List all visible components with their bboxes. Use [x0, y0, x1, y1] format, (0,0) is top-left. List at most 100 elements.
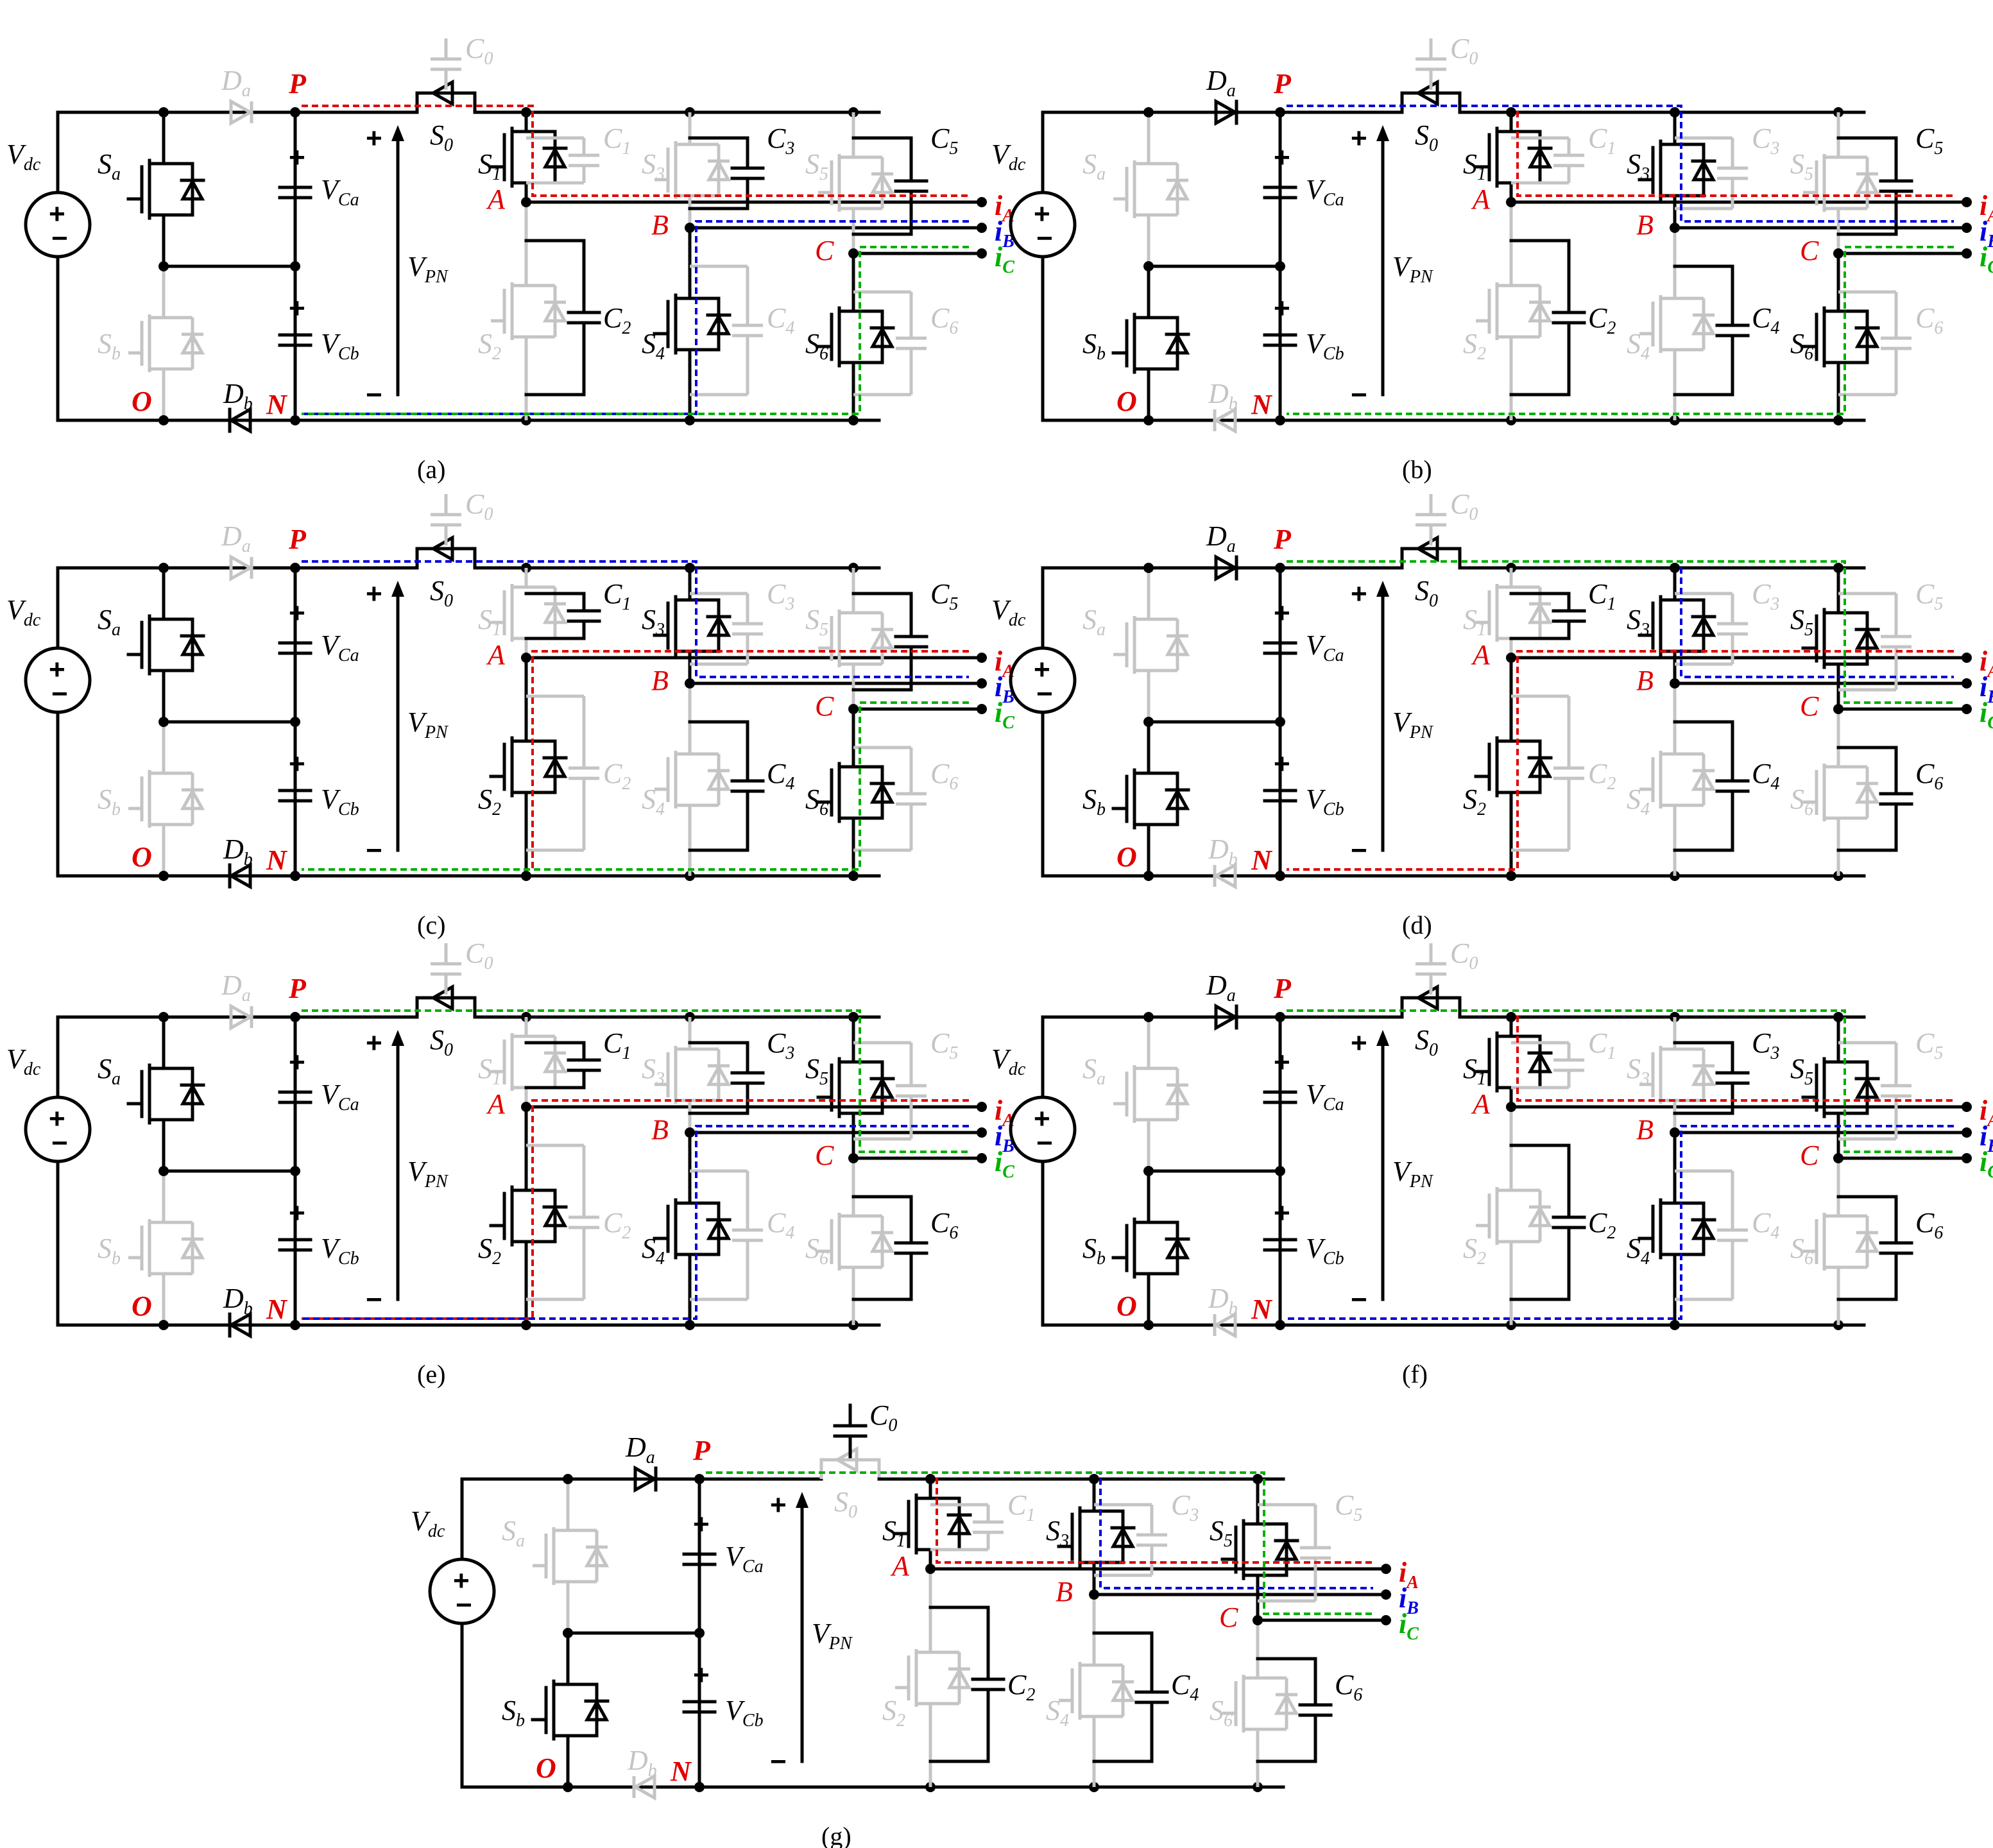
cap-c0	[431, 38, 461, 90]
cap-c5	[1300, 1505, 1331, 1601]
switch-s4	[1059, 1595, 1136, 1787]
current-ic: iC	[1980, 697, 1993, 733]
switch-s5	[818, 112, 895, 253]
label-vca: VCa	[321, 629, 359, 665]
dc-source: +−	[1009, 646, 1077, 714]
label-c4: C4	[1171, 1669, 1199, 1705]
svg-text:+: +	[693, 1509, 710, 1540]
cap-c2	[1553, 696, 1584, 850]
switch-s2	[489, 656, 568, 878]
label-s6: S6	[805, 328, 828, 364]
output-terminal-a	[977, 1102, 987, 1112]
label-sb: Sb	[1082, 328, 1106, 364]
node-o: O	[536, 1752, 556, 1784]
label-s3: S3	[1046, 1515, 1069, 1551]
node-p: P	[692, 1435, 711, 1466]
label-vcb: VCb	[321, 328, 359, 364]
node-b: B	[651, 665, 669, 696]
label-c6: C6	[930, 758, 958, 794]
label-s2: S2	[882, 1695, 905, 1731]
cap-vca	[682, 1544, 717, 1574]
output-terminal-a	[1962, 197, 1972, 207]
label-s4: S4	[642, 328, 665, 364]
cap-c6	[1879, 746, 1913, 852]
node-p: P	[288, 68, 307, 99]
dc-source: +−	[428, 1557, 496, 1625]
label-c2: C2	[1588, 302, 1616, 338]
node-a: A	[1471, 639, 1491, 671]
label-c1: C1	[1007, 1489, 1035, 1525]
label-c4: C4	[1752, 302, 1779, 338]
svg-text:−: −	[366, 835, 382, 866]
cap-c4	[1134, 1631, 1169, 1763]
junction-dot	[158, 415, 169, 425]
switch-sa	[126, 110, 205, 268]
output-terminal-b	[977, 1127, 987, 1138]
junction-dot	[563, 1782, 573, 1792]
cap-c5	[1879, 136, 1913, 236]
node-p: P	[288, 524, 307, 555]
cap-c4	[730, 720, 765, 852]
label-s6: S6	[805, 1233, 828, 1269]
switch-sb	[128, 266, 205, 420]
junction-dot	[848, 704, 859, 714]
cap-c1	[1552, 592, 1586, 640]
node-o: O	[132, 841, 152, 873]
output-terminal-a	[977, 197, 987, 207]
switch-s6	[818, 1158, 895, 1325]
junction-dot	[290, 1166, 300, 1176]
label-c6: C6	[930, 1207, 958, 1243]
label-s1: S1	[478, 604, 501, 640]
junction-dot	[1506, 1102, 1516, 1112]
label-sb: Sb	[1082, 783, 1106, 819]
output-terminal-a	[1381, 1564, 1391, 1574]
label-db: Db	[1208, 378, 1238, 414]
junction-dot	[290, 261, 300, 271]
label-s2: S2	[1463, 328, 1486, 364]
cap-c3	[732, 594, 763, 664]
label-s4: S4	[1046, 1695, 1069, 1731]
label-c5: C5	[930, 123, 958, 158]
switch-sa	[126, 566, 205, 724]
junction-dot	[1833, 248, 1843, 259]
label-c2: C2	[1588, 758, 1616, 794]
node-n: N	[266, 389, 288, 420]
svg-text:−: −	[456, 1589, 472, 1621]
current-ib: iB	[1980, 671, 1993, 707]
node-a: A	[1471, 1088, 1491, 1120]
junction-dot	[158, 563, 169, 573]
junction-dot	[521, 1102, 531, 1112]
svg-text:+: +	[1351, 1027, 1367, 1059]
cap-vcb	[278, 781, 312, 810]
label-vca: VCa	[321, 174, 359, 210]
label-sa: Sa	[1082, 604, 1106, 640]
label-vca: VCa	[321, 1079, 359, 1115]
cap-c3	[1717, 594, 1748, 664]
junction-dot	[1506, 197, 1516, 207]
cap-c1	[567, 592, 601, 640]
label-c0: C0	[465, 937, 493, 973]
label-c1: C1	[1588, 123, 1616, 158]
label-s5: S5	[1790, 1053, 1813, 1089]
label-s2: S2	[1463, 783, 1486, 819]
switch-s5	[1801, 566, 1880, 711]
svg-text:+: +	[289, 293, 305, 324]
junction-dot	[1275, 717, 1285, 727]
switch-s5	[1801, 1015, 1880, 1160]
label-db: Db	[1208, 834, 1238, 869]
label-c3: C3	[1171, 1489, 1199, 1525]
cap-c2	[569, 696, 599, 850]
junction-dot	[1670, 678, 1680, 689]
label-s1: S1	[478, 148, 501, 184]
label-s0: S0	[834, 1486, 857, 1522]
svg-text:−: −	[1036, 223, 1053, 254]
cap-c1	[1553, 1043, 1584, 1088]
diode-db	[1212, 1311, 1237, 1339]
diode-da	[1214, 554, 1239, 582]
label-vca: VCa	[1306, 1079, 1344, 1115]
junction-dot	[1833, 1153, 1843, 1163]
cap-c2	[1552, 1143, 1586, 1301]
